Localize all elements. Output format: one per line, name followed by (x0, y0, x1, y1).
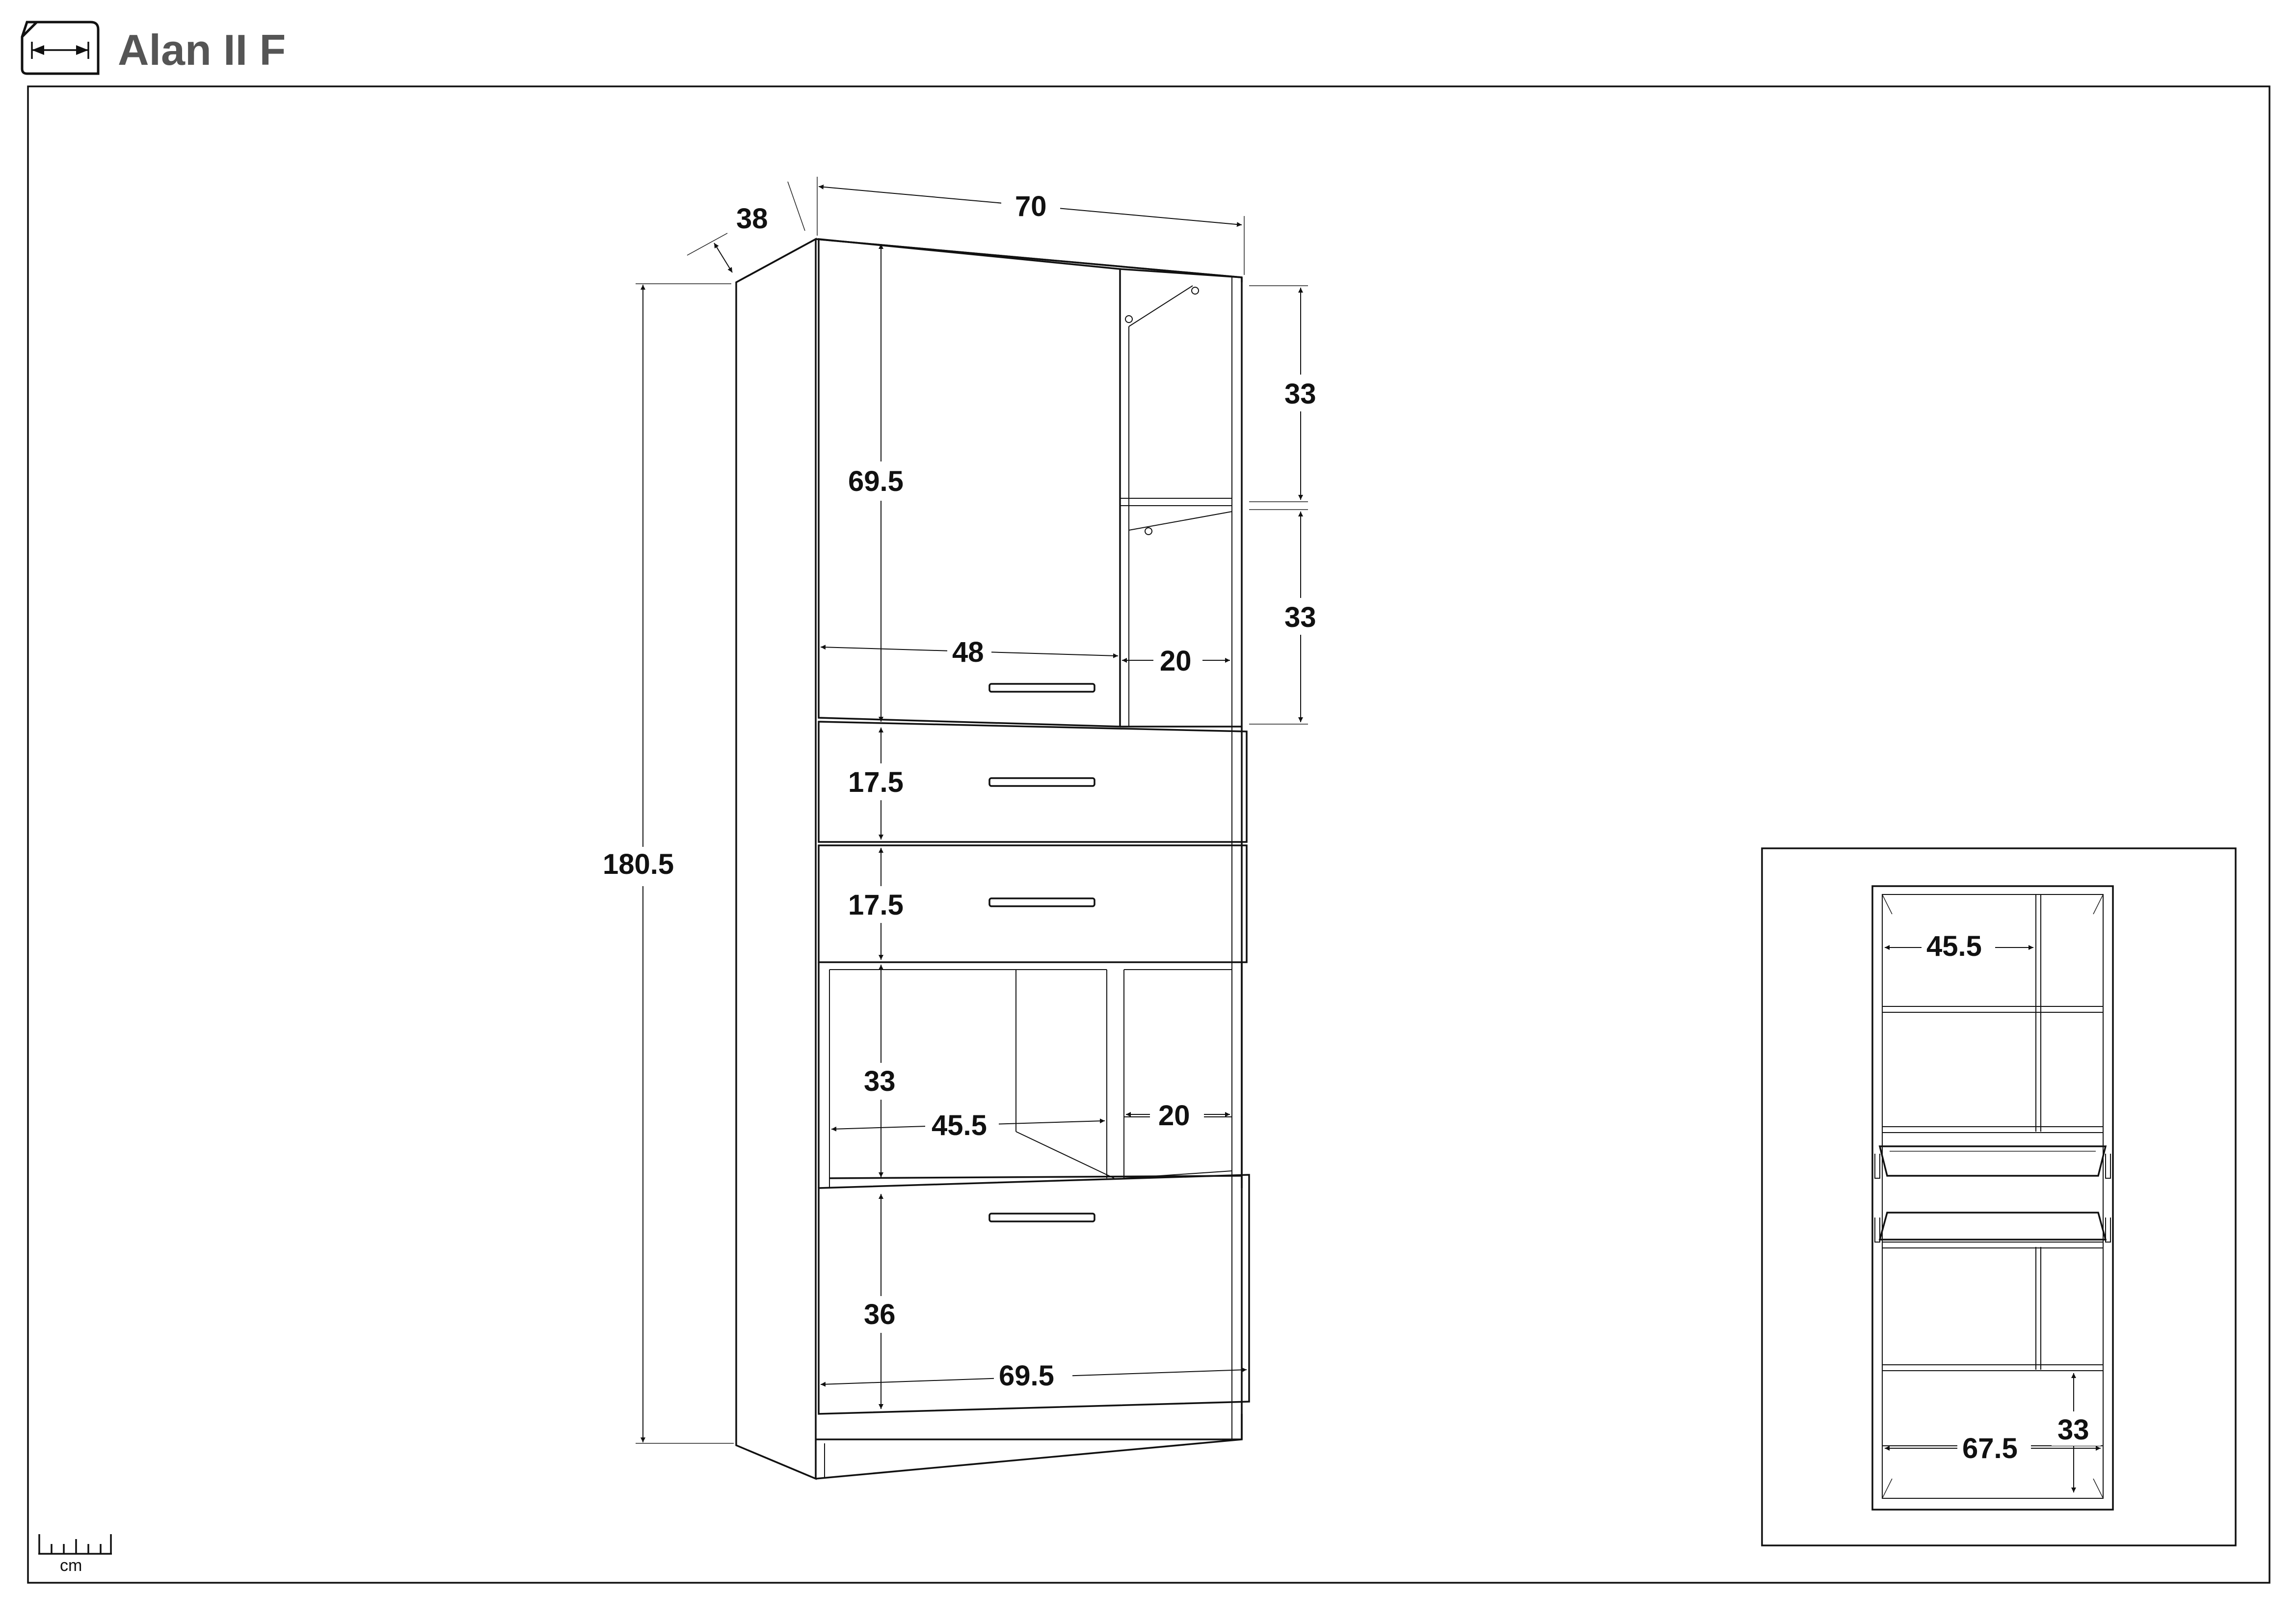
inset-frame (1761, 847, 2237, 1546)
dim-door-height: 69.5 (848, 465, 904, 497)
dim-flap-width: 69.5 (999, 1360, 1054, 1392)
ruler-icon (38, 1534, 112, 1555)
dim-flap-height: 36 (864, 1299, 896, 1330)
inset-cabinet (1871, 885, 2114, 1511)
dim-door-width: 48 (952, 636, 984, 668)
main-cabinet-view (735, 238, 1250, 1480)
dim-shelf-height-top: 33 (1284, 378, 1316, 410)
dim-shelf-height-mid: 33 (1284, 601, 1316, 633)
inset-dim-inner-width-top: 45.5 (1926, 930, 1982, 962)
dim-open-shelf-width-lower: 20 (1158, 1100, 1190, 1132)
dimensions-icon (21, 21, 100, 75)
inset-dim-inner-width-bottom: 67.5 (1962, 1433, 2018, 1464)
scale-unit-label: cm (60, 1556, 82, 1575)
dim-height: 180.5 (603, 848, 674, 880)
dim-open-compartment-height: 33 (864, 1065, 896, 1097)
product-title: Alan II F (118, 26, 286, 74)
inset-dim-compartment-height: 33 (2057, 1414, 2089, 1446)
dim-width: 70 (1015, 190, 1047, 222)
dim-open-compartment-width: 45.5 (932, 1110, 987, 1141)
dim-shelf-width-upper: 20 (1160, 645, 1192, 677)
dim-drawer1-height: 17.5 (848, 766, 904, 798)
dim-drawer2-height: 17.5 (848, 889, 904, 921)
dim-depth: 38 (736, 203, 768, 235)
drawing-frame (27, 85, 2270, 1584)
